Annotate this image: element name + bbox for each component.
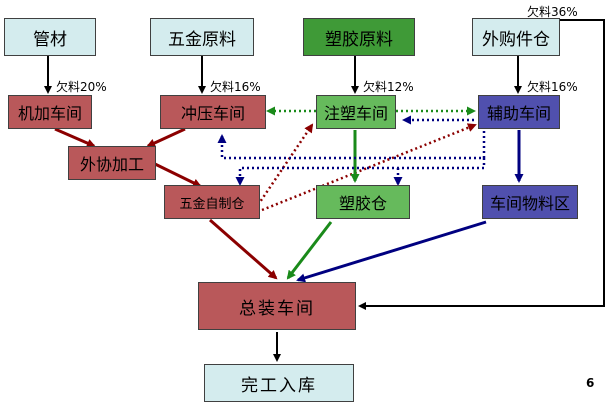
arrow-outsourcing-to-hw-warehouse (154, 162, 202, 188)
node-hardware-material: 五金原料 (150, 18, 254, 56)
node-workshop-material-area: 车间物料区 (482, 185, 578, 219)
node-stamping: 冲压车间 (160, 95, 266, 129)
node-pipe: 管材 (4, 18, 96, 56)
node-stamping-label: 冲压车间 (180, 104, 245, 123)
shortage-label-purchased-top: 欠料36% (527, 5, 578, 19)
arrow-machining-to-outsourcing (54, 127, 96, 148)
node-auxiliary: 辅助车间 (478, 95, 560, 129)
node-plastic-warehouse-label: 塑胶仓 (338, 194, 387, 213)
shortage-label-hardware: 欠料16% (210, 80, 261, 94)
node-hardware-warehouse: 五金自制仓 (164, 185, 260, 219)
node-purchased-parts: 外购件仓 (472, 18, 560, 56)
node-assembly-label: 总装车间 (239, 298, 315, 319)
node-machining: 机加车间 (8, 95, 92, 129)
node-injection: 注塑车间 (316, 95, 396, 129)
node-assembly: 总装车间 (198, 282, 356, 330)
arrow-stamping-to-outsourcing (146, 127, 186, 148)
shortage-label-plastic: 欠料12% (363, 80, 414, 94)
node-auxiliary-label: 辅助车间 (486, 104, 551, 123)
node-hardware-warehouse-label: 五金自制仓 (179, 196, 245, 212)
shortage-label-purchased: 欠料16% (527, 80, 578, 94)
arrow-plastic-warehouse-to-assembly (286, 221, 333, 280)
node-workshop-material-area-label: 车间物料区 (489, 194, 570, 213)
arrow-material-area-to-assembly (296, 220, 487, 283)
arrow-hw-warehouse-to-assembly (209, 218, 278, 280)
node-plastic-warehouse: 塑胶仓 (316, 185, 410, 219)
node-plastic-material: 塑胶原料 (303, 18, 415, 56)
arrow-purchased-to-assembly (358, 19, 605, 310)
arrow-auxiliary-to-stamping-dotted (217, 131, 486, 160)
node-outsourcing-label: 外协加工 (79, 155, 144, 174)
node-outsourcing: 外协加工 (68, 146, 156, 180)
arrow-auxiliary-to-hw-warehouse-dotted (235, 158, 486, 186)
node-purchased-parts-label: 外购件仓 (482, 29, 550, 50)
node-pipe-label: 管材 (33, 29, 67, 50)
node-injection-label: 注塑车间 (323, 104, 388, 123)
node-plastic-material-label: 塑胶原料 (325, 29, 393, 50)
shortage-label-pipe: 欠料20% (56, 80, 107, 94)
node-finished-storage-label: 完工入库 (241, 375, 317, 396)
node-hardware-material-label: 五金原料 (168, 29, 236, 50)
arrow-hw-warehouse-to-auxiliary (261, 123, 477, 212)
page-number: 6 (586, 376, 595, 390)
node-finished-storage: 完工入库 (204, 364, 354, 402)
arrow-hw-warehouse-to-injection (256, 123, 314, 206)
node-machining-label: 机加车间 (17, 104, 82, 123)
